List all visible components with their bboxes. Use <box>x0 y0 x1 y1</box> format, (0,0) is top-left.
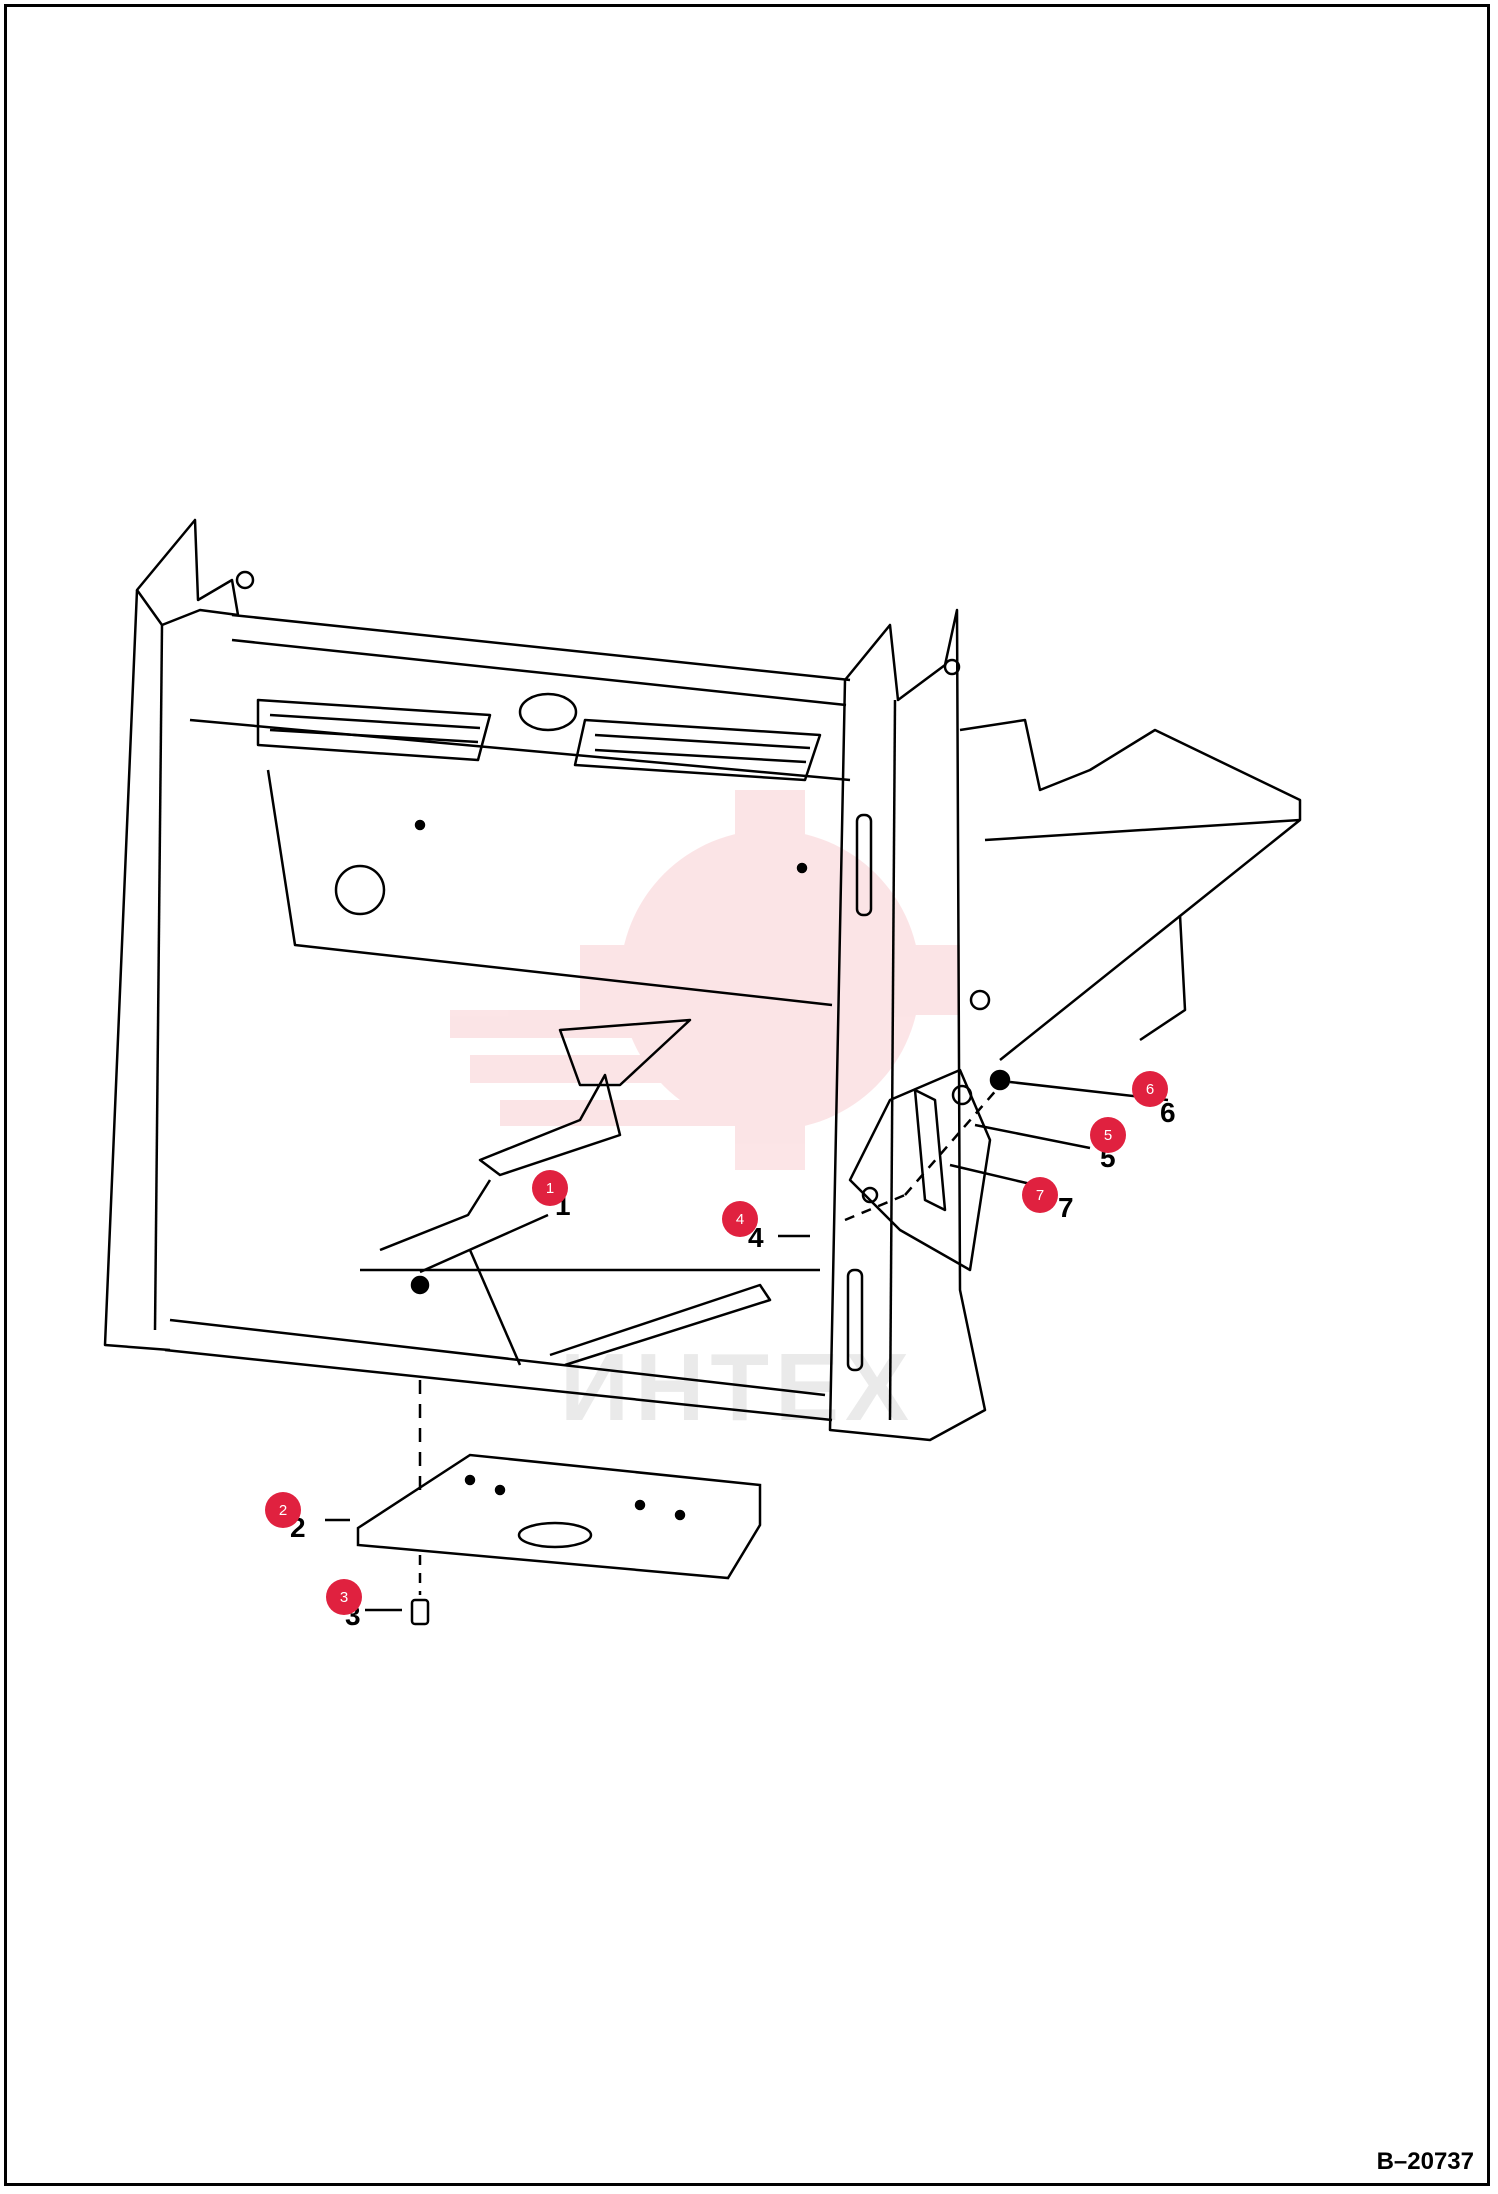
callout-2[interactable]: 2 <box>265 1492 301 1528</box>
callout-4[interactable]: 4 <box>722 1201 758 1237</box>
svg-text:4: 4 <box>736 1211 744 1228</box>
callout-7[interactable]: 7 <box>1022 1177 1058 1213</box>
svg-text:5: 5 <box>1104 1127 1112 1144</box>
svg-text:7: 7 <box>1036 1187 1044 1204</box>
bolt-part <box>410 1598 430 1626</box>
callout-6[interactable]: 6 <box>1132 1071 1168 1107</box>
watermark-logo <box>450 790 960 1170</box>
page-frame <box>4 4 1490 2186</box>
callout-3[interactable]: 3 <box>326 1579 362 1615</box>
watermark-text: ИНТЕХ <box>560 1334 915 1441</box>
svg-text:3: 3 <box>340 1589 348 1606</box>
callout-1[interactable]: 1 <box>532 1170 568 1206</box>
svg-text:6: 6 <box>1146 1081 1154 1098</box>
svg-text:1: 1 <box>546 1180 554 1197</box>
bottom-plate-part <box>356 1453 762 1580</box>
loader-frame-drawing <box>103 518 1302 1595</box>
ref-number-6: 6 <box>1160 1097 1176 1128</box>
svg-text:2: 2 <box>279 1502 287 1519</box>
drawing-number: B–20737 <box>1376 2148 1474 2175</box>
ref-number-7: 7 <box>1058 1192 1074 1223</box>
callout-5[interactable]: 5 <box>1090 1117 1126 1153</box>
